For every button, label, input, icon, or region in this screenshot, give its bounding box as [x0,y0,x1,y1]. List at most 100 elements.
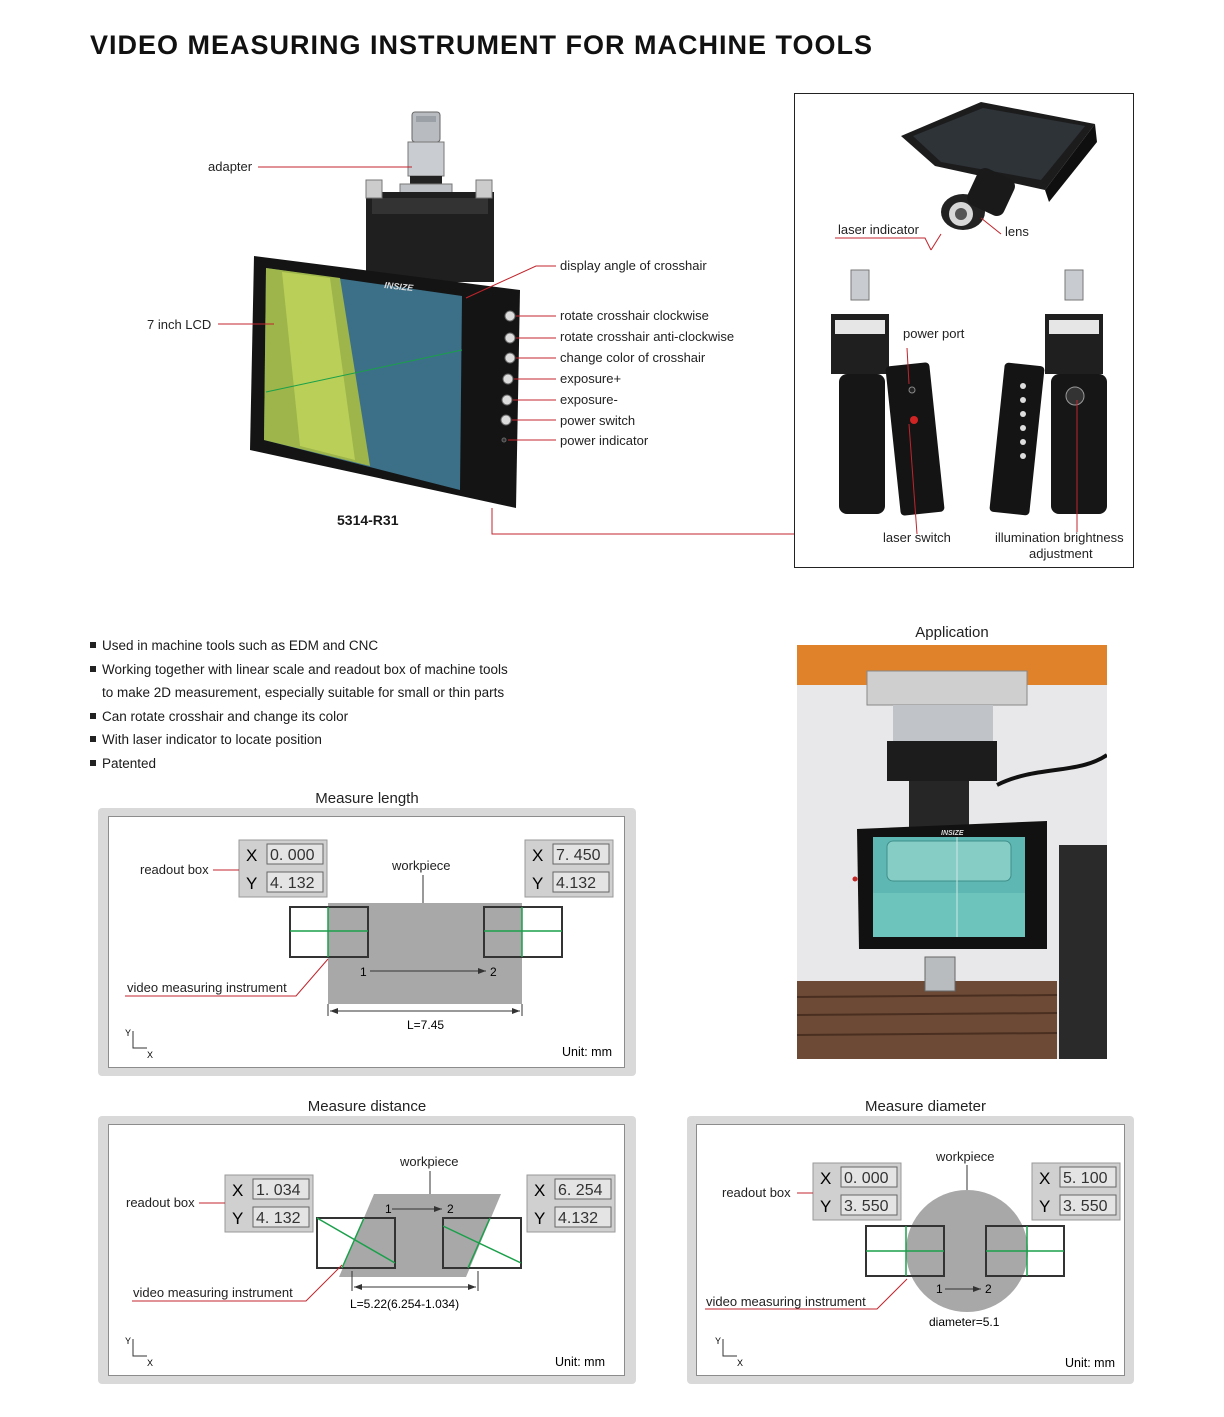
length-instrument-label: video measuring instrument [127,980,287,995]
measure-diameter-diagram: X Y 0. 000 3. 550 X Y 5. 100 3. 550 1 [705,1162,1121,1370]
diameter-instrument-label: video measuring instrument [706,1294,866,1309]
svg-text:X: X [532,846,543,865]
feature-item: Used in machine tools such as EDM and CN… [90,634,690,658]
readout-box-left: X Y 1. 034 4. 132 [224,1174,314,1233]
label-power-switch: power switch [560,413,636,428]
label-adapter: adapter [208,159,253,174]
measure-diameter-panel: X Y 0. 000 3. 550 X Y 5. 100 3. 550 1 [687,1116,1134,1384]
svg-text:X: X [1039,1169,1050,1188]
readout-box-left: X Y 0. 000 4. 132 [238,839,328,898]
feature-item: to make 2D measurement, especially suita… [102,685,505,700]
measure-diameter-title: Measure diameter [865,1098,986,1115]
svg-text:4.132: 4.132 [558,1210,598,1227]
svg-text:Y: Y [820,1197,831,1216]
length-workpiece-label: workpiece [392,858,451,873]
svg-text:1: 1 [360,965,367,979]
label-rotate-cw: rotate crosshair clockwise [560,308,709,323]
svg-text:2: 2 [985,1282,992,1296]
svg-text:3. 550: 3. 550 [1063,1198,1108,1215]
instrument-frame-left [316,1217,396,1269]
svg-text:0. 000: 0. 000 [270,847,315,864]
svg-text:Unit: mm: Unit: mm [562,1045,612,1059]
measure-distance-title: Measure distance [307,1098,427,1115]
readout-box-left: X Y 0. 000 3. 550 [812,1162,902,1221]
svg-text:1. 034: 1. 034 [256,1182,301,1199]
brand-logo: INSIZE [384,280,415,293]
label-display-angle: display angle of crosshair [560,258,707,273]
application-photo: INSIZE [797,645,1107,1059]
svg-text:diameter=5.1: diameter=5.1 [929,1315,1000,1329]
svg-text:4. 132: 4. 132 [256,1210,301,1227]
workpiece-rect [328,903,522,1004]
measure-distance-diagram: X Y 1. 034 4. 132 X Y 6. 254 4.132 [125,1171,616,1369]
feature-item: Working together with linear scale and r… [90,658,690,682]
label-laser-switch: laser switch [883,530,951,545]
svg-text:Y: Y [232,1209,243,1228]
label-lcd: 7 inch LCD [147,317,212,332]
workpiece-circle [906,1190,1028,1312]
svg-text:Y: Y [534,1209,545,1228]
measure-length-title: Measure length [315,790,419,807]
svg-text:L=5.22(6.254-1.034): L=5.22(6.254-1.034) [350,1297,459,1311]
svg-text:4.132: 4.132 [556,875,596,892]
svg-text:Y: Y [246,874,257,893]
side-buttons [500,310,516,443]
svg-text:1: 1 [385,1202,392,1216]
svg-text:1: 1 [936,1282,943,1296]
svg-text:X: X [820,1169,831,1188]
svg-text:5. 100: 5. 100 [1063,1170,1108,1187]
svg-text:X: X [147,1050,153,1060]
svg-text:3. 550: 3. 550 [844,1198,889,1215]
feature-item: Patented [90,752,690,776]
diameter-readout-label: readout box [722,1185,791,1200]
length-readout-label: readout box [140,862,209,877]
svg-text:Y: Y [1039,1197,1050,1216]
measure-length-panel: X Y 0. 000 4. 132 X Y 7. 450 4.132 [98,808,636,1076]
application-brand-logo: INSIZE [941,830,964,837]
label-illumination-1: illumination brightness [995,530,1124,545]
svg-text:Unit: mm: Unit: mm [555,1355,605,1369]
svg-text:Y: Y [125,1336,131,1346]
label-lens: lens [1005,224,1029,239]
label-rotate-acw: rotate crosshair anti-clockwise [560,329,735,344]
diameter-workpiece-label: workpiece [936,1149,995,1164]
readout-box-right: X Y 5. 100 3. 550 [1031,1162,1121,1221]
application-title: Application [915,624,989,641]
svg-text:2: 2 [447,1202,454,1216]
label-exposure-plus: exposure+ [560,371,622,386]
svg-text:Unit: mm: Unit: mm [1065,1356,1115,1370]
detail-illustrations [831,102,1107,535]
label-power-indicator: power indicator [560,433,649,448]
product-illustration: INSIZE [218,111,794,535]
readout-box-right: X Y 6. 254 4.132 [526,1174,616,1233]
detail-photo-box: laser indicator lens power port laser sw… [794,93,1134,568]
svg-text:X: X [147,1358,153,1368]
label-laser-indicator: laser indicator [838,222,919,237]
svg-text:Y: Y [532,874,543,893]
measure-length-diagram: X Y 0. 000 4. 132 X Y 7. 450 4.132 [125,839,614,1060]
feature-item: Can rotate crosshair and change its colo… [90,705,690,729]
model-number: 5314-R31 [337,512,399,528]
label-exposure-minus: exposure- [560,392,618,407]
distance-readout-label: readout box [126,1195,195,1210]
svg-text:Y: Y [715,1336,721,1346]
svg-text:2: 2 [490,965,497,979]
svg-text:X: X [246,846,257,865]
feature-list: Used in machine tools such as EDM and CN… [90,634,690,775]
instrument-frame-right [483,906,563,958]
svg-text:4. 132: 4. 132 [270,875,315,892]
svg-text:X: X [534,1181,545,1200]
measure-distance-panel: X Y 1. 034 4. 132 X Y 6. 254 4.132 [98,1116,636,1384]
label-illumination-2: adjustment [1029,546,1093,561]
svg-text:X: X [232,1181,243,1200]
svg-text:L=7.45: L=7.45 [407,1018,444,1032]
instrument-frame-left [289,906,369,958]
svg-text:Y: Y [125,1028,131,1038]
lcd-monitor: INSIZE [250,256,520,508]
svg-text:7. 450: 7. 450 [556,847,601,864]
label-change-color: change color of crosshair [560,350,706,365]
distance-workpiece-label: workpiece [400,1154,459,1169]
feature-item: With laser indicator to locate position [90,728,690,752]
workpiece-parallelogram [339,1194,501,1277]
adapter-part [399,111,453,195]
